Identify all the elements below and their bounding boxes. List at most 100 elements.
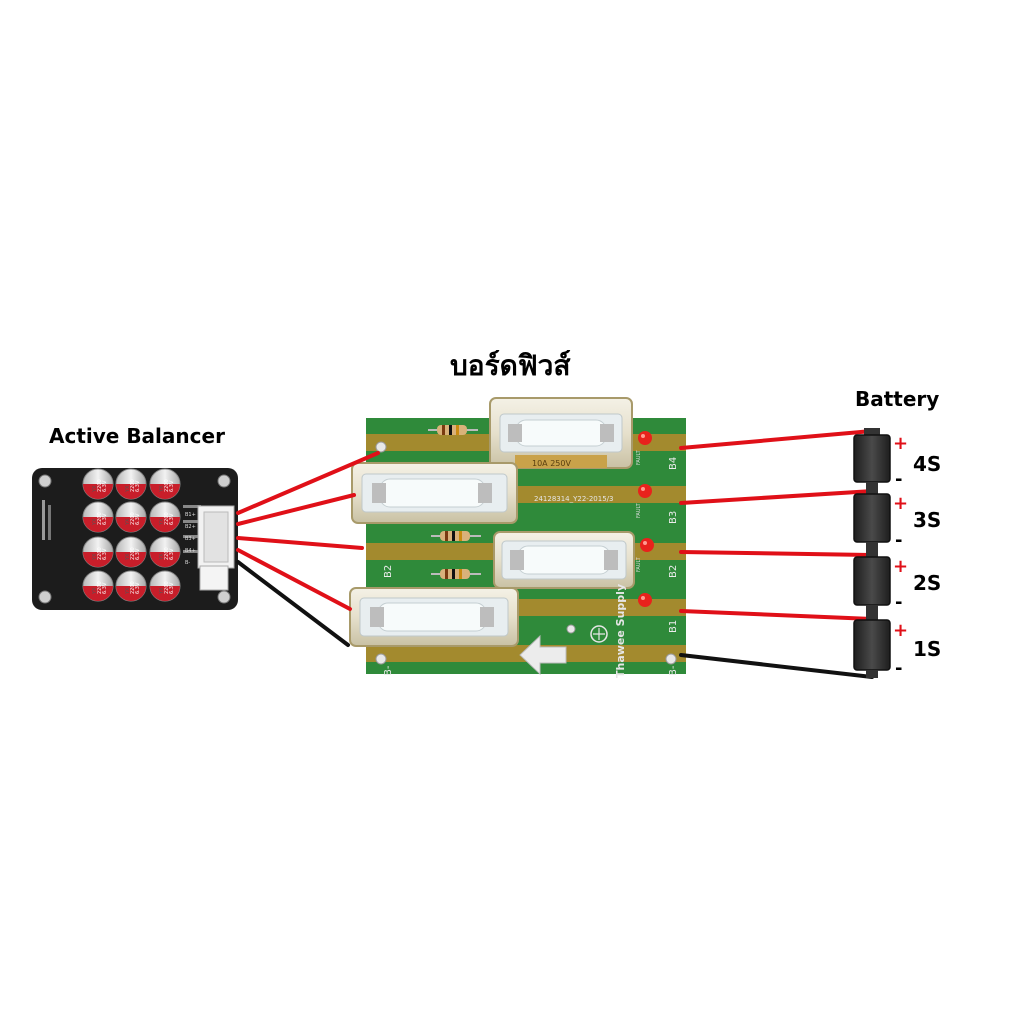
capacitor-text: 6.3V — [169, 582, 175, 594]
fuse-holder-lower-left — [349, 587, 519, 647]
pin-b1: B1 — [668, 620, 679, 633]
capacitor-text: 2200 — [97, 479, 103, 492]
pin-label-b2: B2+ — [185, 524, 196, 530]
capacitor-text: 6.3V — [135, 480, 141, 492]
cell-4s-minus: - — [895, 469, 902, 490]
wire-b4-right — [679, 429, 874, 450]
fuse-holder-top: 10A 250V — [489, 397, 633, 469]
wire-bminus-right — [679, 653, 874, 679]
capacitor-text: 2200 — [164, 547, 170, 560]
battery-stack — [853, 428, 891, 678]
cell-labels: + 4S - + 3S - + 2S - + 1S - — [893, 433, 941, 679]
fuse-board: 10A 250V 24128314_Y22-2015/3 — [349, 397, 686, 678]
brand-text: Thawee Supply — [614, 584, 627, 678]
pin-label-b4: B4+ — [185, 548, 196, 554]
part-code-text: 24128314_Y22-2015/3 — [534, 495, 613, 503]
cell-3s-minus: - — [895, 530, 902, 551]
capacitor-text: YX — [92, 485, 98, 493]
cell-3s-plus: + — [893, 493, 908, 514]
wire-b3-left — [236, 493, 356, 526]
capacitor-text: YX — [92, 587, 98, 595]
cell-1s-minus: - — [895, 658, 902, 679]
capacitor-text: YX — [159, 518, 165, 526]
cell-4s-plus: + — [893, 433, 908, 454]
capacitor-text: 6.3V — [169, 480, 175, 492]
capacitor-text: 2200 — [97, 512, 103, 525]
capacitor-text: 6.3V — [169, 513, 175, 525]
wire-b1-right — [679, 609, 874, 621]
capacitor-text: YX — [92, 553, 98, 561]
cell-4s — [853, 428, 891, 494]
fault-leds: FAULT FAULT FAULT — [636, 431, 654, 607]
wire-b3-right — [679, 489, 875, 505]
cell-2s-name: 2S — [913, 571, 941, 595]
fault-label-3: FAULT — [636, 556, 642, 572]
fuse-holder-upper-left — [351, 462, 518, 524]
capacitor-text: 2200 — [164, 581, 170, 594]
balancer-title: Active Balancer — [49, 424, 225, 448]
cell-3s — [853, 493, 891, 557]
cell-2s-minus: - — [895, 592, 902, 613]
pin-label-b3: B3+ — [185, 536, 196, 542]
capacitor-text: YX — [159, 485, 165, 493]
capacitor-text: 2200 — [130, 547, 136, 560]
capacitor-text: YX — [159, 553, 165, 561]
left-pin-b2: B2 — [383, 565, 394, 578]
wire-bminus-left — [236, 560, 350, 647]
cell-2s-plus: + — [893, 556, 908, 577]
capacitor-text: YX — [125, 485, 131, 493]
capacitor-text: 2200 — [130, 512, 136, 525]
wires-balancer-side — [236, 451, 380, 647]
cell-1s-name: 1S — [913, 637, 941, 661]
wire-b2-left — [236, 536, 364, 550]
fuse-board-title: บอร์ดฟิวส์ — [450, 349, 571, 382]
capacitor-text: 6.3V — [135, 548, 141, 560]
pin-b2: B2 — [668, 565, 679, 578]
capacitor-text: 6.3V — [102, 480, 108, 492]
capacitor-text: 2200 — [130, 581, 136, 594]
pin-b4: B4 — [668, 457, 679, 470]
fault-label-1: FAULT — [636, 449, 642, 465]
capacitor-text: 2200 — [130, 479, 136, 492]
fuse-holder-middle-right — [493, 531, 635, 589]
capacitor-text: 2200 — [97, 547, 103, 560]
thawee-logo — [590, 625, 608, 643]
pin-label-bminus: B- — [185, 560, 190, 566]
cell-3s-name: 3S — [913, 508, 941, 532]
capacitor-text: YX — [92, 518, 98, 526]
capacitor-text: 6.3V — [169, 548, 175, 560]
pin-bminus: B- — [668, 665, 679, 676]
cell-1s — [853, 619, 891, 678]
capacitor-text: YX — [125, 518, 131, 526]
capacitor-text: 6.3V — [102, 582, 108, 594]
wire-b2-right — [679, 550, 872, 557]
capacitor-text: 6.3V — [135, 513, 141, 525]
pin-label-b1: B1+ — [185, 512, 196, 518]
fault-label-2: FAULT — [636, 502, 642, 518]
capacitor-text: 6.3V — [102, 513, 108, 525]
cell-2s — [853, 556, 891, 620]
capacitor-text: 6.3V — [102, 548, 108, 560]
resistors — [428, 425, 481, 579]
capacitor-text: YX — [125, 553, 131, 561]
capacitor-text: 2200 — [97, 581, 103, 594]
capacitor-text: YX — [159, 587, 165, 595]
cell-1s-plus: + — [893, 620, 908, 641]
right-pin-labels: B4 B3 B2 B1 B- — [668, 457, 679, 676]
cell-4s-name: 4S — [913, 452, 941, 476]
capacitor-text: 6.3V — [135, 582, 141, 594]
fuse-rating-text: 10A 250V — [532, 459, 571, 468]
